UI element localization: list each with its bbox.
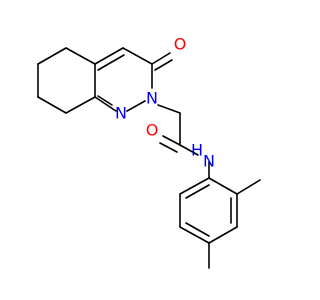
bond [179, 144, 199, 156]
bond [159, 142, 178, 153]
bond [179, 177, 210, 195]
bond [154, 59, 173, 71]
atom-labels: O N N O N H [115, 35, 215, 171]
bond [94, 47, 124, 65]
bond [37, 96, 67, 114]
bond [94, 96, 117, 112]
atom-label-nitrogen: N [146, 89, 158, 108]
atom-label-nitrogen: N [203, 152, 215, 171]
bond [122, 47, 153, 65]
bond [126, 100, 146, 112]
bond [151, 52, 171, 65]
atom-label-oxygen: O [146, 121, 159, 140]
molecule-structure: O N N O N H [37, 35, 261, 269]
bond [37, 47, 67, 65]
bond [185, 184, 210, 199]
bond [179, 226, 210, 244]
bond [208, 226, 238, 244]
bond [97, 95, 113, 106]
molecule-canvas: O N N O N H [37, 35, 261, 269]
bond [236, 179, 261, 195]
atom-label-hydrogen: H [191, 141, 203, 160]
atom-label-oxygen: O [174, 35, 187, 54]
bond [185, 222, 210, 237]
bond [208, 177, 238, 195]
bond [65, 47, 96, 65]
bonds [37, 47, 261, 269]
bond [65, 96, 96, 114]
atom-label-nitrogen: N [115, 104, 127, 123]
bond [157, 104, 181, 114]
bond [162, 135, 181, 146]
bond [97, 54, 125, 71]
